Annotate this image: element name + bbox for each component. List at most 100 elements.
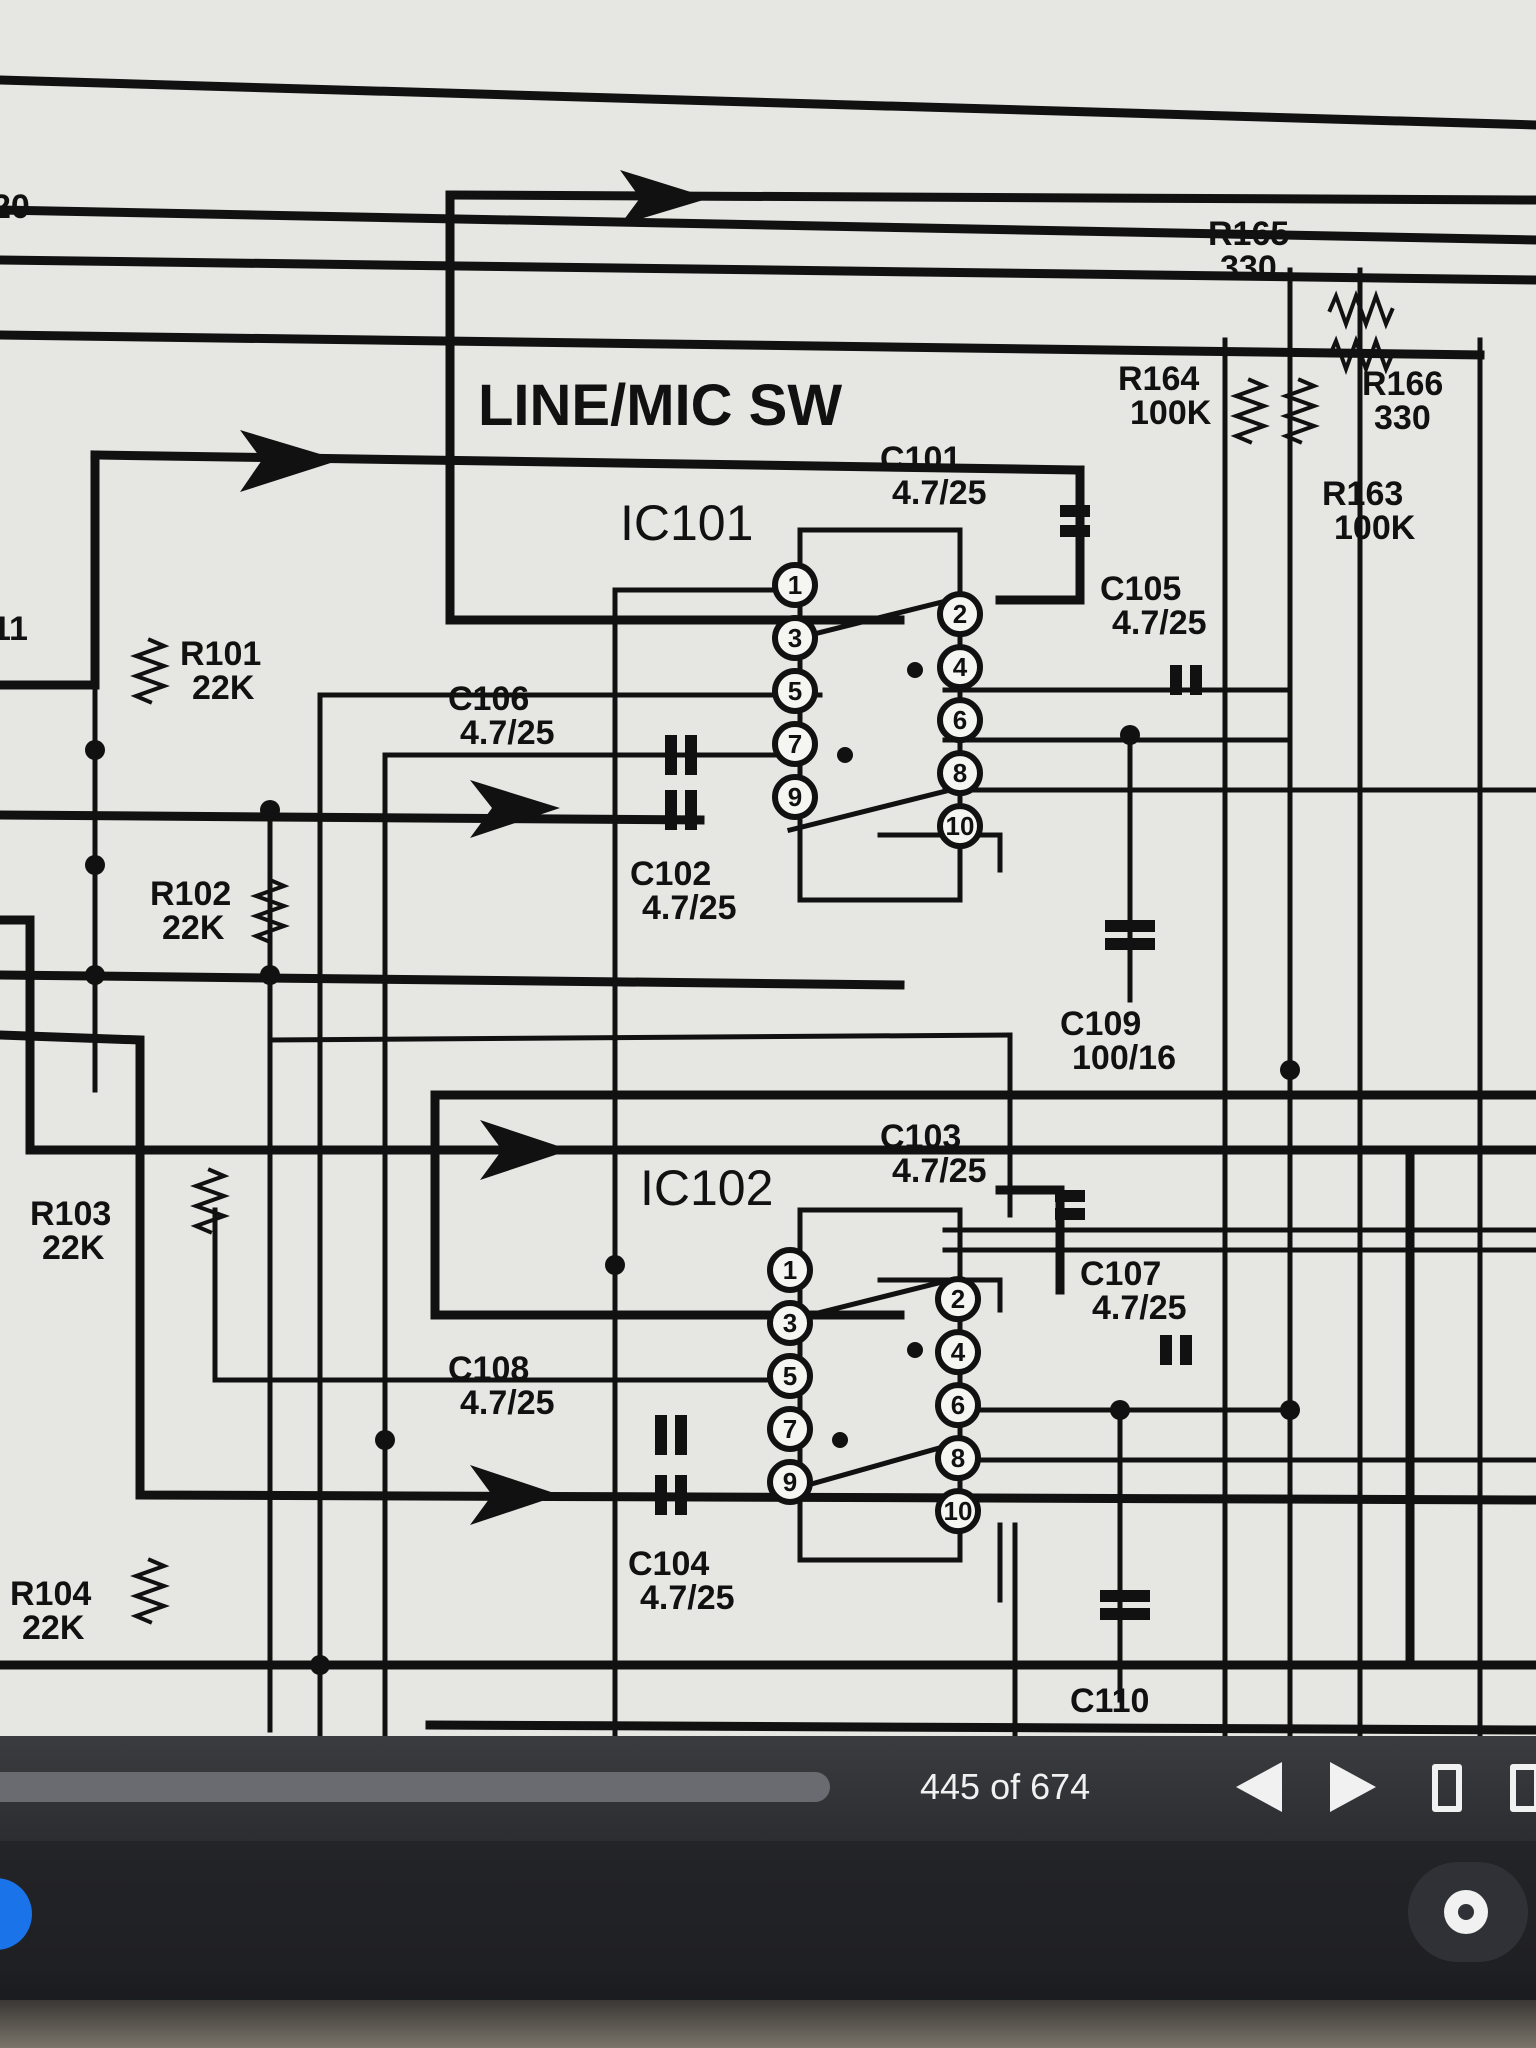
ic-pin (772, 668, 818, 714)
ic-pin (767, 1459, 813, 1505)
component-value: 4.7/25 (460, 714, 555, 752)
ic-pin-number: 7 (783, 1414, 797, 1444)
ic102-label: IC102 (640, 1160, 773, 1216)
ic-pin (935, 1435, 981, 1482)
component-ref: C105 (1100, 570, 1181, 608)
component-value: 100/16 (1072, 1039, 1176, 1077)
component-ref: C107 (1080, 1255, 1161, 1293)
ic-pin-number: 9 (788, 782, 802, 812)
component-value: 4.7/25 (640, 1579, 735, 1617)
component-ref: R104 (10, 1575, 91, 1613)
ic-pin (937, 750, 983, 797)
component-value: 4.7/25 (460, 1384, 555, 1422)
triangle-left-icon (1236, 1762, 1282, 1812)
component-ref: C103 (880, 1118, 961, 1156)
triangle-right-icon (1330, 1762, 1376, 1812)
component-value: 100K (1130, 394, 1212, 432)
component-ref: R102 (150, 875, 231, 913)
ic-pin (772, 562, 818, 608)
single-page-view-button[interactable] (1428, 1760, 1466, 1816)
ic-pin-number: 5 (788, 676, 802, 706)
component-c110: C110 (1070, 1682, 1149, 1720)
ic-pin-number: 5 (783, 1361, 797, 1391)
ic-pin (767, 1247, 813, 1293)
component-value: 100K (1334, 509, 1416, 547)
component-ref: R166 (1362, 365, 1443, 403)
ic-pin-number: 10 (944, 1496, 973, 1526)
component-value: 22K (162, 909, 225, 947)
previous-page-button[interactable] (1232, 1758, 1286, 1816)
component-ref: C109 (1060, 1005, 1141, 1043)
component-value: 330 (1220, 249, 1277, 287)
component-ref: C104 (628, 1545, 709, 1583)
settings-icon (1444, 1890, 1488, 1934)
component-value: 4.7/25 (1112, 604, 1207, 642)
settings-button[interactable] (1408, 1862, 1528, 1962)
circuit-heading: LINE/MIC SW (478, 373, 842, 438)
ic-pin (772, 774, 818, 820)
next-page-button[interactable] (1326, 1758, 1380, 1816)
ic-pin-number: 3 (783, 1308, 797, 1338)
two-page-view-icon (1510, 1764, 1536, 1812)
ic101-label: IC101 (620, 495, 753, 551)
page-indicator: 445 of 674 (920, 1766, 1091, 1807)
component-value: 22K (42, 1229, 105, 1267)
component-ref: C108 (448, 1350, 529, 1388)
ic-pin-number: 6 (953, 705, 967, 735)
component-value: 4.7/25 (642, 889, 737, 927)
ic-pin (935, 1329, 981, 1376)
ic-pin (767, 1406, 813, 1452)
ic-pin-number: 9 (783, 1467, 797, 1497)
component-value: 4.7/25 (892, 1152, 987, 1190)
ic-pin-number: 2 (951, 1284, 965, 1314)
ic-pin (937, 697, 983, 744)
ic-pin (937, 803, 983, 850)
horizontal-scrollbar[interactable] (0, 1772, 830, 1802)
ic-pin (772, 615, 818, 661)
screen-bezel (0, 2000, 1536, 2048)
pdf-viewer-toolbar: 445 of 674 (0, 1736, 1536, 1841)
component-ref: R165 (1208, 215, 1289, 253)
component-ref: C106 (448, 680, 529, 718)
ic-pin-number: 4 (953, 652, 968, 682)
schematic-diagram: LINE/MIC SW IC101 IC102 20 11 R10122KR10… (0, 75, 1536, 1736)
ic-pin-number: 8 (953, 758, 967, 788)
ic-pin (935, 1488, 981, 1535)
component-ref: R163 (1322, 475, 1403, 513)
edge-label: 20 (0, 188, 30, 226)
component-ref: C102 (630, 855, 711, 893)
ic-pin (937, 644, 983, 691)
component-value: 22K (192, 669, 255, 707)
component-value: 22K (22, 1609, 85, 1647)
edge-label: 11 (0, 610, 28, 648)
ic-pin-number: 2 (953, 599, 967, 629)
ic-pin (767, 1353, 813, 1399)
ic-pin-number: 7 (788, 729, 802, 759)
component-ref: R164 (1118, 360, 1199, 398)
ic-pin (935, 1382, 981, 1429)
ic-pin-number: 10 (946, 811, 975, 841)
ic-pin-number: 1 (783, 1255, 797, 1285)
ic-pin-number: 8 (951, 1443, 965, 1473)
ic-pin-number: 1 (788, 570, 802, 600)
two-page-view-button[interactable] (1506, 1760, 1536, 1816)
single-page-view-icon (1432, 1764, 1462, 1812)
component-ref: R101 (180, 635, 261, 673)
ic-pin (772, 721, 818, 767)
component-ref: C110 (1070, 1682, 1149, 1720)
